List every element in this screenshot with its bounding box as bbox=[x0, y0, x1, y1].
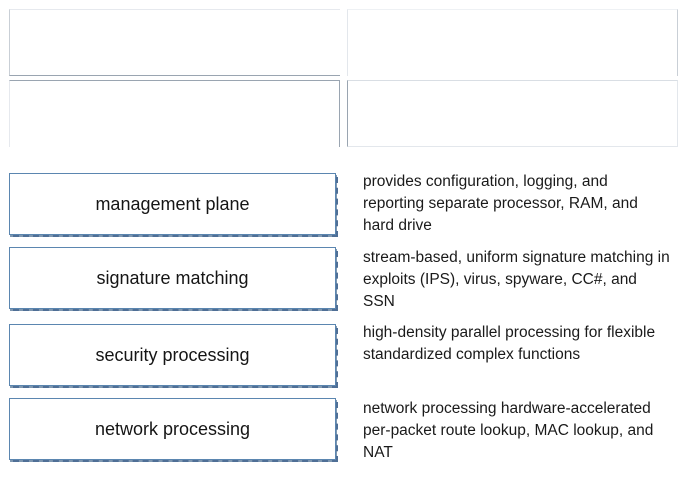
term-signature-matching[interactable]: signature matching bbox=[9, 247, 338, 311]
term-network-processing[interactable]: network processing bbox=[9, 398, 338, 462]
description-configuration-logging: provides configuration, logging, and rep… bbox=[363, 173, 638, 234]
drop-target-1[interactable] bbox=[9, 9, 340, 76]
drop-target-2[interactable] bbox=[347, 9, 678, 76]
description-stream-based-signature: stream-based, uniform signature matching… bbox=[363, 249, 670, 310]
drop-target-3[interactable] bbox=[9, 80, 340, 147]
term-label: management plane bbox=[95, 193, 250, 214]
term-security-processing[interactable]: security processing bbox=[9, 324, 338, 388]
description-network-hardware: network processing hardware-accelerated … bbox=[363, 400, 654, 461]
term-label: security processing bbox=[95, 344, 250, 365]
drop-target-4[interactable] bbox=[347, 80, 678, 147]
term-label: signature matching bbox=[96, 267, 249, 288]
term-label: network processing bbox=[94, 418, 251, 439]
term-management-plane[interactable]: management plane bbox=[9, 173, 338, 237]
description-parallel-processing: high-density parallel processing for fle… bbox=[363, 324, 656, 363]
